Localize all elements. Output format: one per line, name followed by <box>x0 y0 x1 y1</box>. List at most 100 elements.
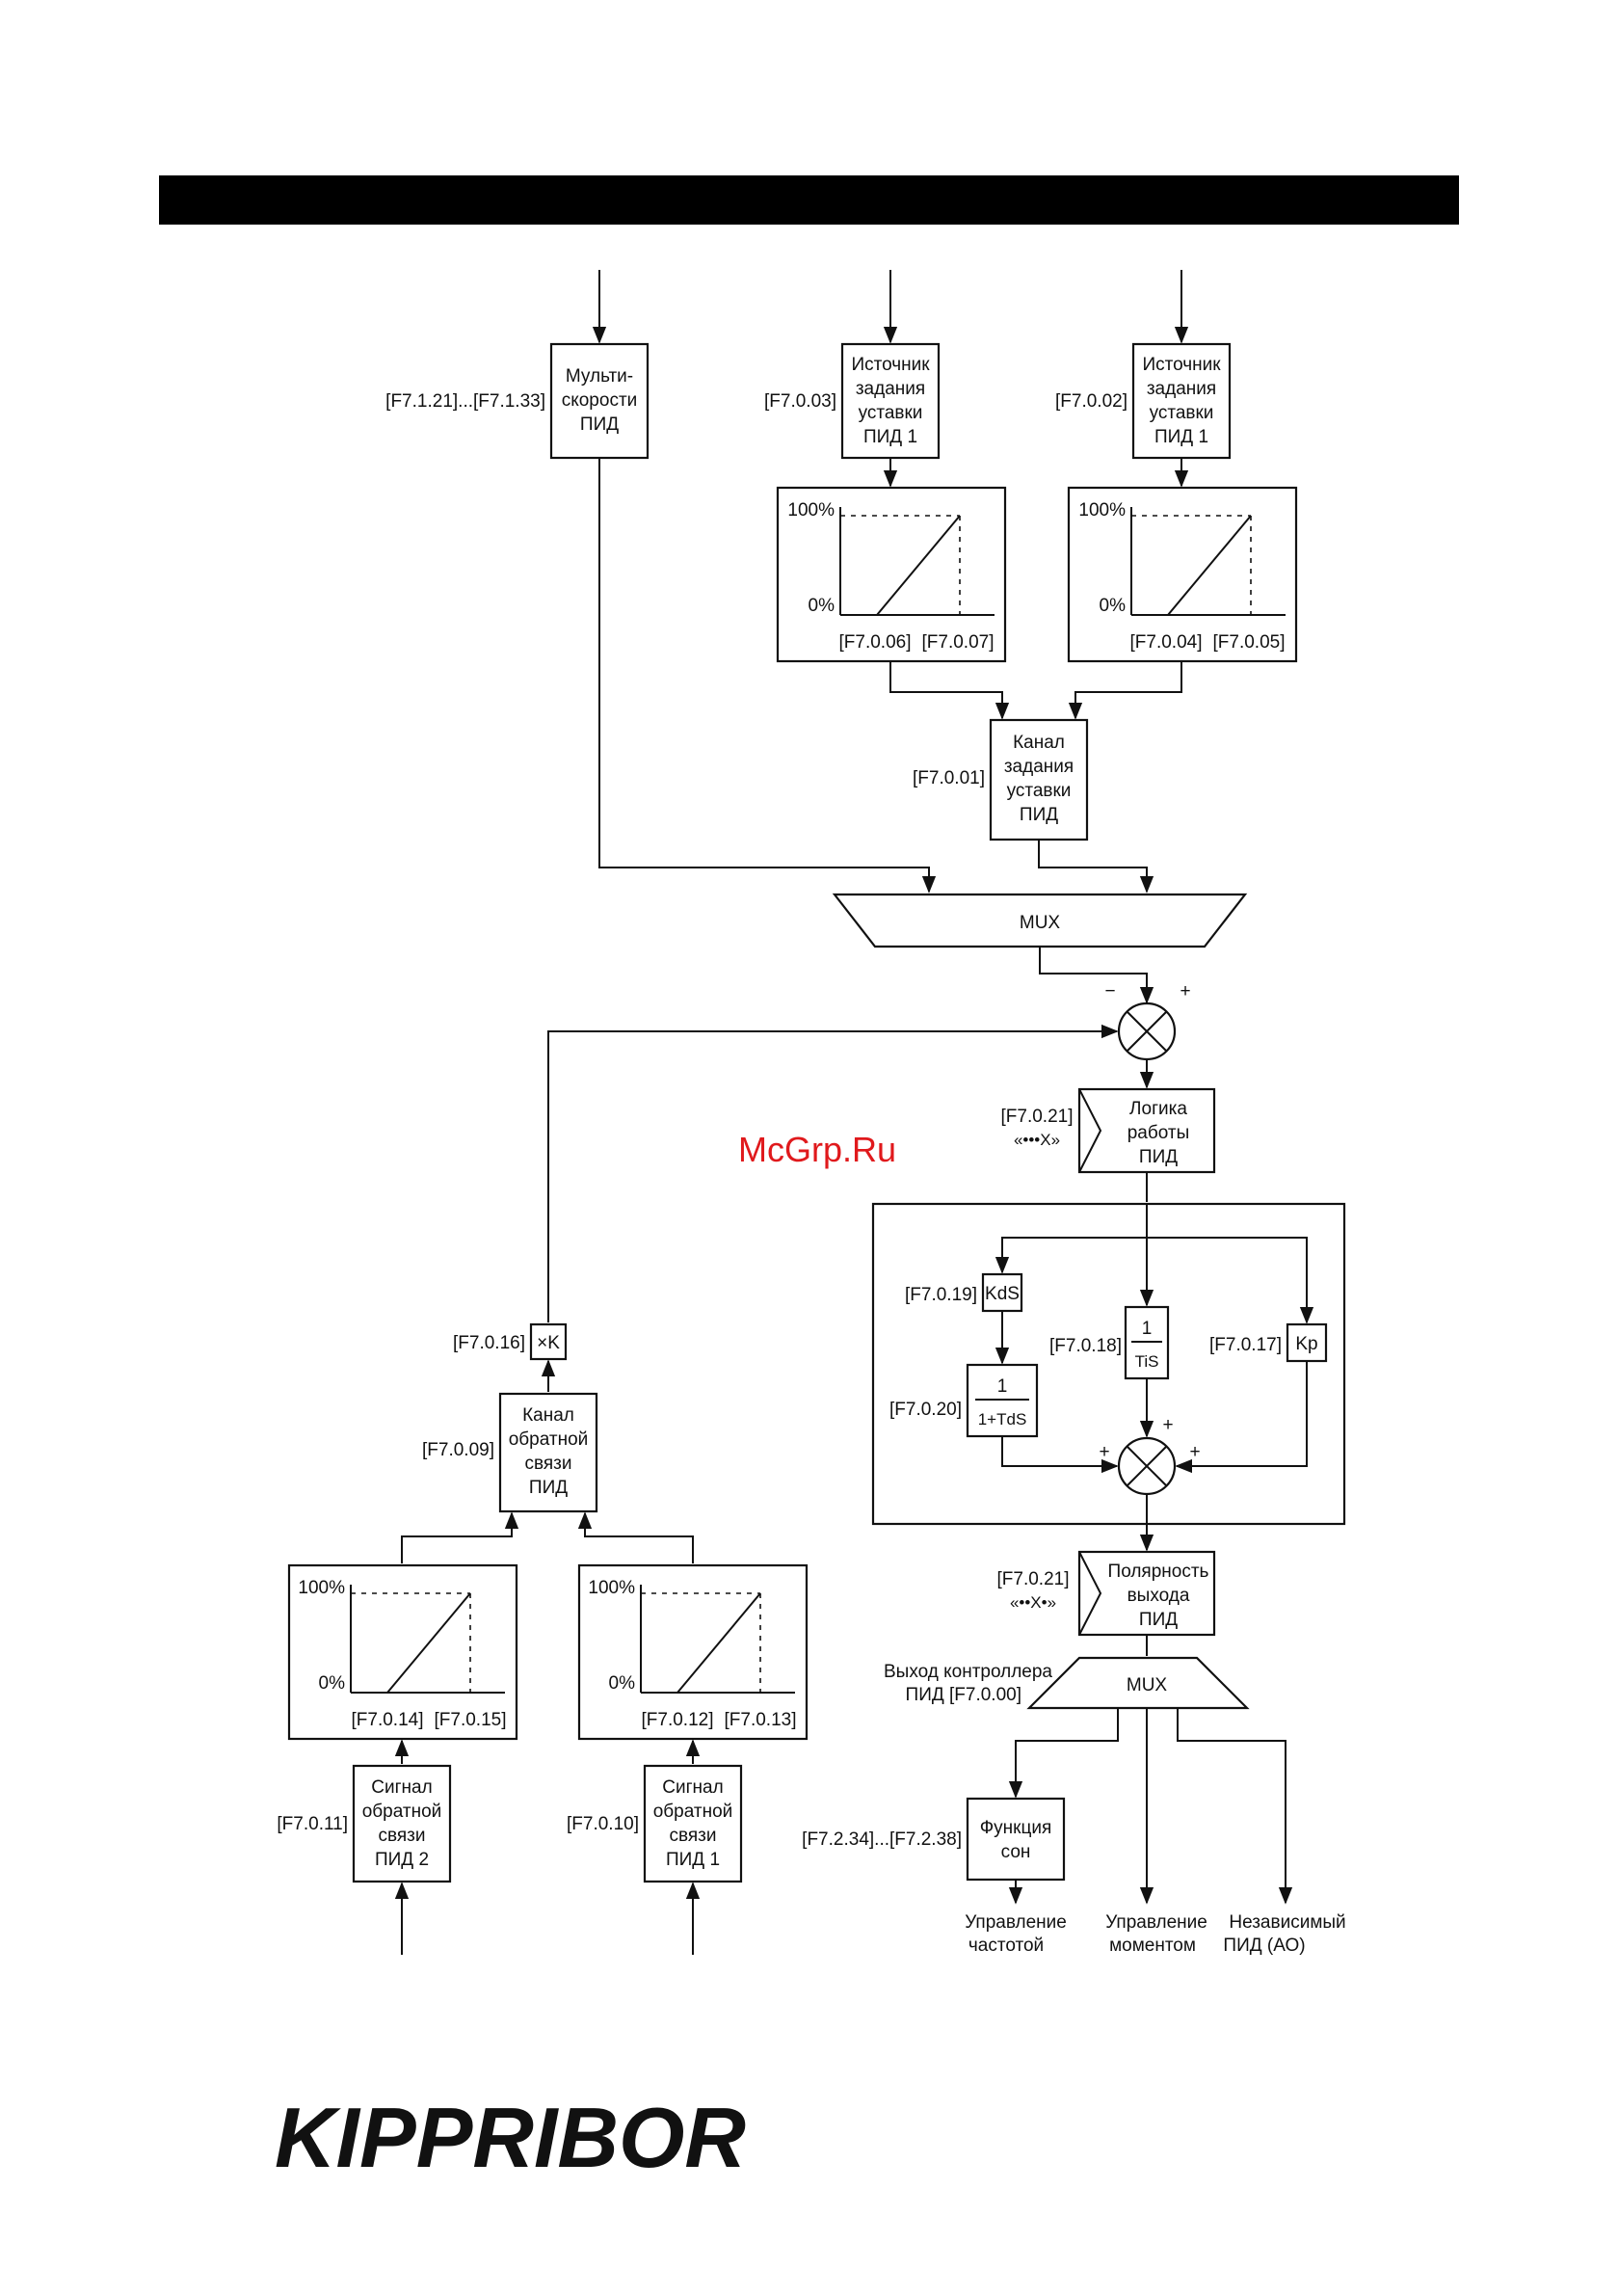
setpoint-channel-param: [F7.0.01] <box>913 768 985 788</box>
gain-param: [F7.0.16] <box>453 1333 525 1353</box>
gain-label: ×K <box>537 1333 560 1353</box>
feedback-channel-line-1: Канал <box>522 1405 574 1426</box>
kp-block <box>1286 1322 1328 1363</box>
pid-logic-line-3: ПИД <box>1139 1147 1178 1167</box>
multispeed-line-1: Мульти- <box>566 366 633 387</box>
header-bar <box>159 175 1459 225</box>
ti-num: 1 <box>1142 1319 1153 1339</box>
setpoint-source-a-line-4: ПИД 1 <box>863 427 917 447</box>
scale-a-param-1: [F7.0.06] <box>839 632 912 653</box>
scale-a-0: 0% <box>809 596 836 616</box>
feedback-signal-2-block <box>352 1764 452 1883</box>
scale-block-d <box>577 1563 809 1741</box>
ti-param: [F7.0.18] <box>1049 1336 1122 1356</box>
kp-label: Kp <box>1295 1334 1317 1354</box>
mux-top <box>832 893 1248 948</box>
setpoint-source-b-line-1: Источник <box>1142 355 1221 375</box>
setpoint-source-a-block <box>840 342 941 460</box>
setpoint-source-a-param: [F7.0.03] <box>764 391 836 412</box>
feedback-signal-1-line-3: связи <box>670 1826 717 1846</box>
feedback-signal-1-param: [F7.0.10] <box>567 1814 639 1834</box>
polarity-line-3: ПИД <box>1139 1610 1178 1630</box>
feedback-signal-2-line-3: связи <box>379 1826 426 1846</box>
scale-block-b <box>1067 486 1298 663</box>
kd-param: [F7.0.19] <box>905 1285 977 1305</box>
feedback-channel-param: [F7.0.09] <box>422 1440 494 1460</box>
sleep-line-1: Функция <box>980 1818 1052 1838</box>
feedback-signal-2-line-1: Сигнал <box>371 1777 432 1798</box>
kp-param: [F7.0.17] <box>1209 1335 1282 1355</box>
scale-c-0: 0% <box>319 1673 346 1694</box>
output-freq-line-1: Управление <box>965 1912 1067 1933</box>
watermark: McGrp.Ru <box>738 1130 896 1169</box>
sum-top-minus: − <box>1104 981 1115 1001</box>
mux-bottom-param-2: ПИД [F7.0.00] <box>906 1685 1021 1705</box>
setpoint-source-a-line-2: задания <box>856 379 925 399</box>
scale-block-c <box>287 1563 518 1741</box>
sum-inner-right: + <box>1189 1442 1200 1462</box>
setpoint-source-b-block <box>1131 342 1232 460</box>
sleep-block <box>966 1797 1066 1882</box>
polarity-line-1: Полярность <box>1108 1562 1209 1582</box>
setpoint-source-b-line-3: уставки <box>1150 403 1214 423</box>
pid-logic-param-1: [F7.0.21] <box>1001 1107 1074 1127</box>
setpoint-source-b-param: [F7.0.02] <box>1055 391 1127 412</box>
kd-label: KdS <box>985 1284 1020 1304</box>
td-param: [F7.0.20] <box>889 1400 962 1420</box>
output-independent-line-1: Независимый <box>1229 1912 1345 1933</box>
scale-c-param-1: [F7.0.14] <box>352 1710 424 1730</box>
scale-d-param-2: [F7.0.13] <box>725 1710 797 1730</box>
polarity-param-1: [F7.0.21] <box>997 1569 1070 1589</box>
td-num: 1 <box>997 1376 1008 1397</box>
feedback-signal-1-line-2: обратной <box>653 1802 733 1822</box>
pid-logic-line-1: Логика <box>1129 1099 1187 1119</box>
pid-core-frame <box>871 1202 1346 1526</box>
td-den: 1+TdS <box>978 1410 1027 1428</box>
sum-inner-top: + <box>1162 1415 1173 1435</box>
mux-bottom-label: MUX <box>1127 1675 1168 1695</box>
scale-c-param-2: [F7.0.15] <box>435 1710 507 1730</box>
feedback-channel-line-2: обратной <box>509 1429 589 1450</box>
scale-b-param-1: [F7.0.04] <box>1130 632 1203 653</box>
setpoint-source-a-line-3: уставки <box>859 403 923 423</box>
feedback-channel-block <box>498 1392 598 1513</box>
ti-den: TiS <box>1135 1352 1159 1371</box>
setpoint-channel-line-3: уставки <box>1007 781 1072 801</box>
output-independent-line-2: ПИД (АО) <box>1223 1936 1305 1956</box>
setpoint-source-a-line-1: Источник <box>851 355 930 375</box>
sleep-param: [F7.2.34]...[F7.2.38] <box>802 1829 962 1850</box>
setpoint-source-b-line-2: задания <box>1147 379 1216 399</box>
scale-a-100: 100% <box>787 500 835 521</box>
setpoint-channel-line-4: ПИД <box>1020 805 1058 825</box>
feedback-channel-line-4: ПИД <box>529 1478 568 1498</box>
setpoint-source-b-line-4: ПИД 1 <box>1154 427 1208 447</box>
mux-top-label: MUX <box>1020 913 1061 933</box>
scale-d-0: 0% <box>609 1673 636 1694</box>
scale-a-param-2: [F7.0.07] <box>922 632 995 653</box>
pid-logic-param-2: «•••X» <box>1014 1131 1060 1149</box>
pid-logic-line-2: работы <box>1127 1123 1190 1143</box>
kd-block <box>981 1272 1023 1313</box>
polarity-line-2: выхода <box>1127 1586 1190 1606</box>
scale-c-100: 100% <box>298 1578 345 1598</box>
output-torque-line-1: Управление <box>1105 1912 1207 1933</box>
sum-top-plus: + <box>1180 981 1190 1001</box>
feedback-signal-1-line-1: Сигнал <box>662 1777 723 1798</box>
output-torque-line-2: моментом <box>1109 1936 1196 1956</box>
kippribor-logo: KIPPRIBOR <box>275 2090 746 2185</box>
feedback-signal-1-line-4: ПИД 1 <box>666 1850 720 1870</box>
mux-bottom-param-1: Выход контроллера <box>884 1662 1052 1682</box>
setpoint-channel-line-1: Канал <box>1013 733 1065 753</box>
scale-block-a <box>776 486 1007 663</box>
multispeed-line-3: ПИД <box>580 414 619 435</box>
setpoint-channel-block <box>989 718 1089 841</box>
feedback-signal-2-param: [F7.0.11] <box>277 1814 348 1834</box>
scale-b-100: 100% <box>1078 500 1126 521</box>
feedback-signal-1-block <box>643 1764 743 1883</box>
sum-inner-left: + <box>1099 1442 1109 1462</box>
scale-d-param-1: [F7.0.12] <box>642 1710 714 1730</box>
setpoint-channel-line-2: задания <box>1004 757 1074 777</box>
scale-d-100: 100% <box>588 1578 635 1598</box>
multispeed-line-2: скорости <box>562 390 638 411</box>
